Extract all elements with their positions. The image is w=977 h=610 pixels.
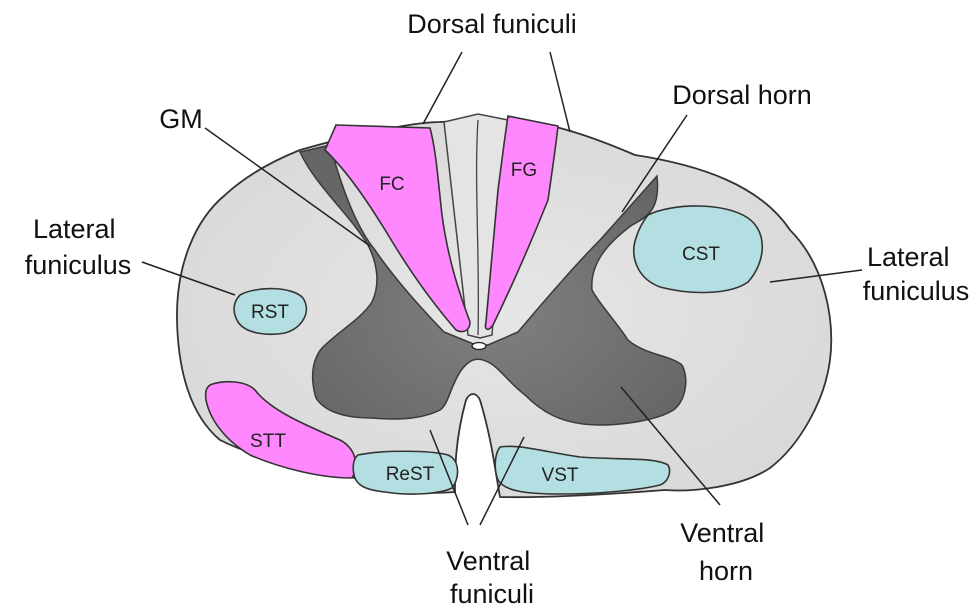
label-dorsal-funiculi: Dorsal funiculi bbox=[407, 9, 577, 39]
label-ventral-funiculi-line2: funiculi bbox=[450, 579, 534, 609]
label-ventral-horn-line1: Ventral bbox=[680, 518, 764, 548]
label-lateral-funiculus-right-line1: Lateral bbox=[867, 242, 950, 272]
leader-dorsal-funiculi-left bbox=[423, 52, 462, 124]
label-lateral-funiculus-left: Lateral funiculus bbox=[25, 214, 132, 280]
tract-label-rest: ReST bbox=[386, 464, 435, 485]
label-lateral-funiculus-right: Lateral funiculus bbox=[863, 242, 970, 306]
leader-dorsal-funiculi-right bbox=[550, 52, 570, 132]
tract-label-stt: STT bbox=[250, 431, 286, 452]
label-gm: GM bbox=[159, 104, 203, 134]
tract-label-fg: FG bbox=[511, 160, 537, 181]
tract-label-vst: VST bbox=[542, 465, 579, 486]
label-ventral-horn: Ventral horn bbox=[680, 518, 772, 586]
central-canal bbox=[472, 343, 486, 350]
label-dorsal-horn: Dorsal horn bbox=[672, 80, 812, 110]
label-ventral-funiculi-line1: Ventral bbox=[446, 546, 530, 576]
label-lateral-funiculus-left-line2: funiculus bbox=[25, 250, 132, 280]
label-lateral-funiculus-left-line1: Lateral bbox=[33, 214, 116, 244]
label-ventral-funiculi: Ventral funiculi bbox=[446, 546, 538, 609]
tract-label-rst: RST bbox=[251, 302, 289, 323]
tract-label-fc: FC bbox=[379, 174, 404, 195]
label-ventral-horn-line2: horn bbox=[699, 556, 753, 586]
label-lateral-funiculus-right-line2: funiculus bbox=[863, 276, 970, 306]
tract-label-cst: CST bbox=[682, 244, 720, 265]
